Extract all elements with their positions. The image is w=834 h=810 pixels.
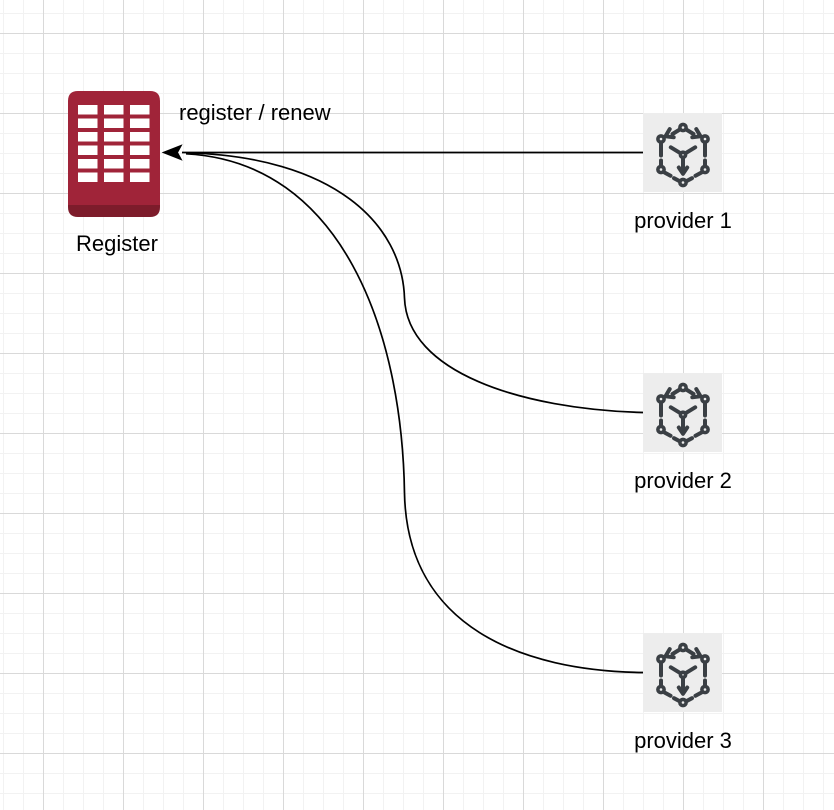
node-provider-2[interactable]	[643, 373, 722, 452]
node-register[interactable]	[68, 91, 160, 217]
node-provider-3[interactable]	[643, 633, 722, 712]
node-provider-1[interactable]	[643, 113, 722, 192]
arrowhead-icon[interactable]	[161, 144, 183, 161]
node-provider-2-label: provider 2	[634, 468, 732, 493]
edge-provider3-to-register[interactable]	[185, 152, 644, 674]
node-register-label: Register	[76, 231, 158, 256]
node-provider-3-label: provider 3	[634, 728, 732, 753]
node-provider-1-label: provider 1	[634, 208, 732, 233]
cube-icon	[655, 641, 710, 708]
edge-provider2-to-register[interactable]	[185, 151, 644, 414]
cube-icon	[655, 381, 710, 448]
cube-icon	[655, 121, 710, 188]
edge-label-register-renew: register / renew	[179, 100, 331, 125]
register-windows	[78, 105, 150, 182]
register-building-icon	[68, 91, 160, 217]
register-base-shade	[68, 205, 160, 217]
